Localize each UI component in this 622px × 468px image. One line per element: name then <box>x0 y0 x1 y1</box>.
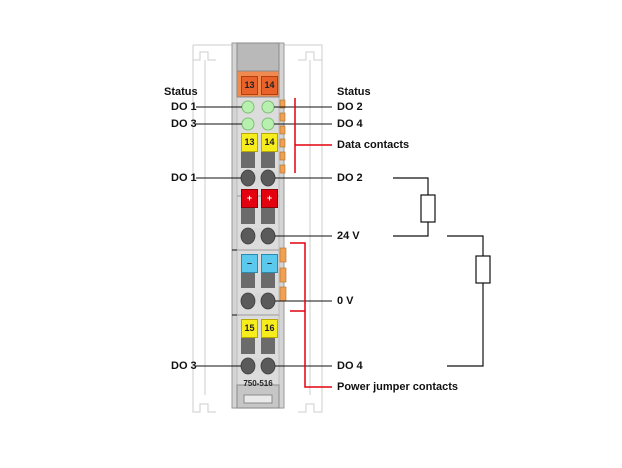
terminal-yellow-13: 13 <box>241 133 258 152</box>
led-do3 <box>241 117 255 131</box>
led-do2 <box>261 100 275 114</box>
data-contacts <box>279 99 286 174</box>
terminal-top-14: 14 <box>261 76 278 95</box>
terminal-top-13: 13 <box>241 76 258 95</box>
clamp-label-do1: DO 1 <box>171 172 197 184</box>
clamp-label-do2: DO 2 <box>337 172 363 184</box>
load-2-circuit <box>447 235 491 367</box>
clamp-slots-upper <box>241 150 275 354</box>
terminal-yellow-15: 15 <box>241 319 258 338</box>
terminal-yellow-16: 16 <box>261 319 278 338</box>
terminal-red-plus-right: + <box>261 189 278 208</box>
clamp-label-do4: DO 4 <box>337 360 363 372</box>
led-label-do4: DO 4 <box>337 118 363 130</box>
load-1-circuit <box>393 177 436 237</box>
red-callouts <box>290 98 332 388</box>
power-jumper-label: Power jumper contacts <box>337 381 459 393</box>
led-do4 <box>261 117 275 131</box>
terminal-blue-minus-right: – <box>261 254 278 273</box>
label-0v: 0 V <box>337 295 354 307</box>
terminal-blue-minus-left: – <box>241 254 258 273</box>
terminal-red-plus-left: + <box>241 189 258 208</box>
led-label-do1: DO 1 <box>171 101 197 113</box>
top-latch <box>236 42 280 72</box>
status-label-left: Status <box>164 86 198 98</box>
clamp-label-do3: DO 3 <box>171 360 197 372</box>
power-jumper-contacts <box>279 247 287 302</box>
model-number: 750-516 <box>243 379 273 388</box>
status-label-right: Status <box>337 86 371 98</box>
clamp-releases <box>240 169 276 375</box>
data-contacts-label: Data contacts <box>337 139 410 151</box>
led-do1 <box>241 100 255 114</box>
label-24v: 24 V <box>337 230 360 242</box>
led-label-do2: DO 2 <box>337 101 363 113</box>
leader-lines <box>196 106 332 367</box>
led-label-do3: DO 3 <box>171 118 197 130</box>
terminal-yellow-14: 14 <box>261 133 278 152</box>
